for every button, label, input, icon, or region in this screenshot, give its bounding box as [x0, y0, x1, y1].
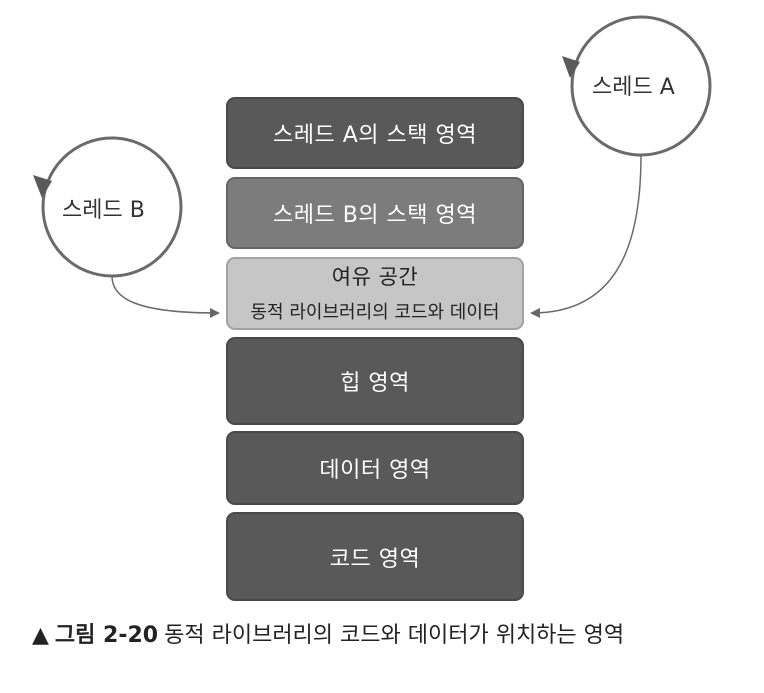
data-label: 데이터 영역 [319, 458, 431, 483]
stack-a-label: 스레드 A의 스택 영역 [273, 123, 477, 148]
heap-block: 힙 영역 [226, 337, 524, 425]
caption-text: 동적 라이브러리의 코드와 데이터가 위치하는 영역 [164, 623, 625, 648]
caption-number: 그림 2-20 [54, 623, 159, 648]
heap-label: 힙 영역 [340, 371, 410, 396]
code-label: 코드 영역 [329, 546, 421, 572]
free-space-subtitle: 동적 라이브러리의 코드와 데이터 [250, 302, 500, 323]
free-space-title: 여유 공간 [331, 265, 419, 289]
stack-a-block: 스레드 A의 스택 영역 [226, 97, 524, 169]
thread-a-connector-arrow [530, 154, 642, 318]
thread-b-connector-arrow [111, 275, 220, 318]
stack-b-label: 스레드 B의 스택 영역 [273, 203, 477, 228]
thread-a-label: 스레드 A [592, 75, 675, 100]
caption-triangle-icon: ▲ [32, 623, 49, 648]
code-block: 코드 영역 [226, 512, 524, 601]
thread-b-label: 스레드 B [62, 198, 145, 223]
data-block: 데이터 영역 [226, 431, 524, 505]
free-space-block: 여유 공간 동적 라이브러리의 코드와 데이터 [226, 257, 524, 330]
stack-b-block: 스레드 B의 스택 영역 [226, 177, 524, 249]
